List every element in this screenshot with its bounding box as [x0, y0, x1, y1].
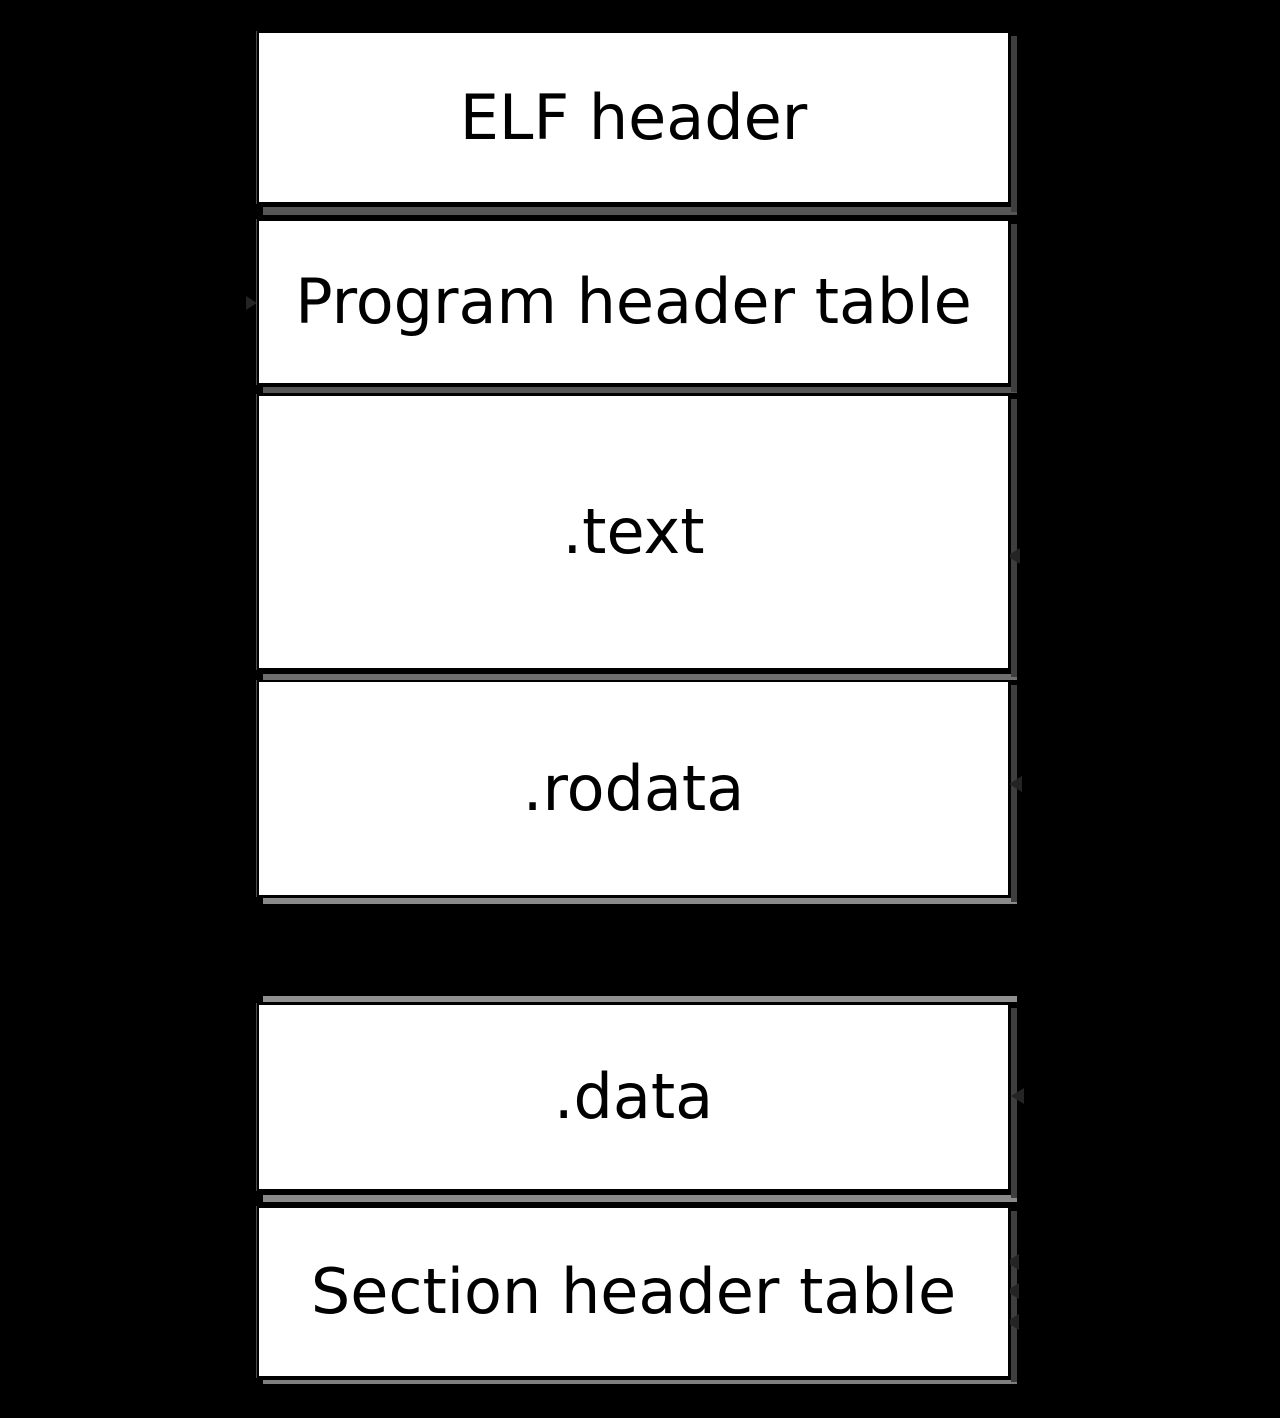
- box-label: .data: [553, 1060, 714, 1133]
- box-data-section: .data: [257, 1003, 1010, 1191]
- shadow-strip: [263, 387, 1017, 393]
- box-text-section: .text: [257, 394, 1010, 670]
- shadow-strip: [1011, 685, 1017, 902]
- arrowhead-mark: [1007, 548, 1020, 564]
- shadow-strip: [263, 996, 1017, 1002]
- shadow-strip: [1011, 36, 1017, 212]
- shadow-strip: [1011, 224, 1017, 392]
- arrowhead-mark: [246, 296, 257, 310]
- box-elf-header: ELF header: [257, 31, 1010, 204]
- box-label: ELF header: [459, 80, 808, 154]
- box-label: .rodata: [522, 751, 745, 825]
- shadow-strip: [263, 207, 1017, 215]
- shadow-strip: [1011, 399, 1017, 677]
- shadow-strip: [263, 898, 1017, 904]
- arrowhead-mark: [1009, 776, 1022, 792]
- shadow-strip: [263, 674, 1017, 680]
- box-label: .text: [562, 495, 705, 568]
- box-program-header-table: Program header table: [257, 219, 1010, 385]
- arrowhead-mark: [1011, 1088, 1024, 1104]
- box-section-header-table: Section header table: [257, 1206, 1010, 1378]
- box-rodata-section: .rodata: [257, 680, 1010, 897]
- shadow-strip: [263, 1380, 1017, 1384]
- box-label: Section header table: [310, 1255, 957, 1328]
- shadow-strip: [263, 1195, 1017, 1202]
- box-label: Program header table: [295, 265, 972, 338]
